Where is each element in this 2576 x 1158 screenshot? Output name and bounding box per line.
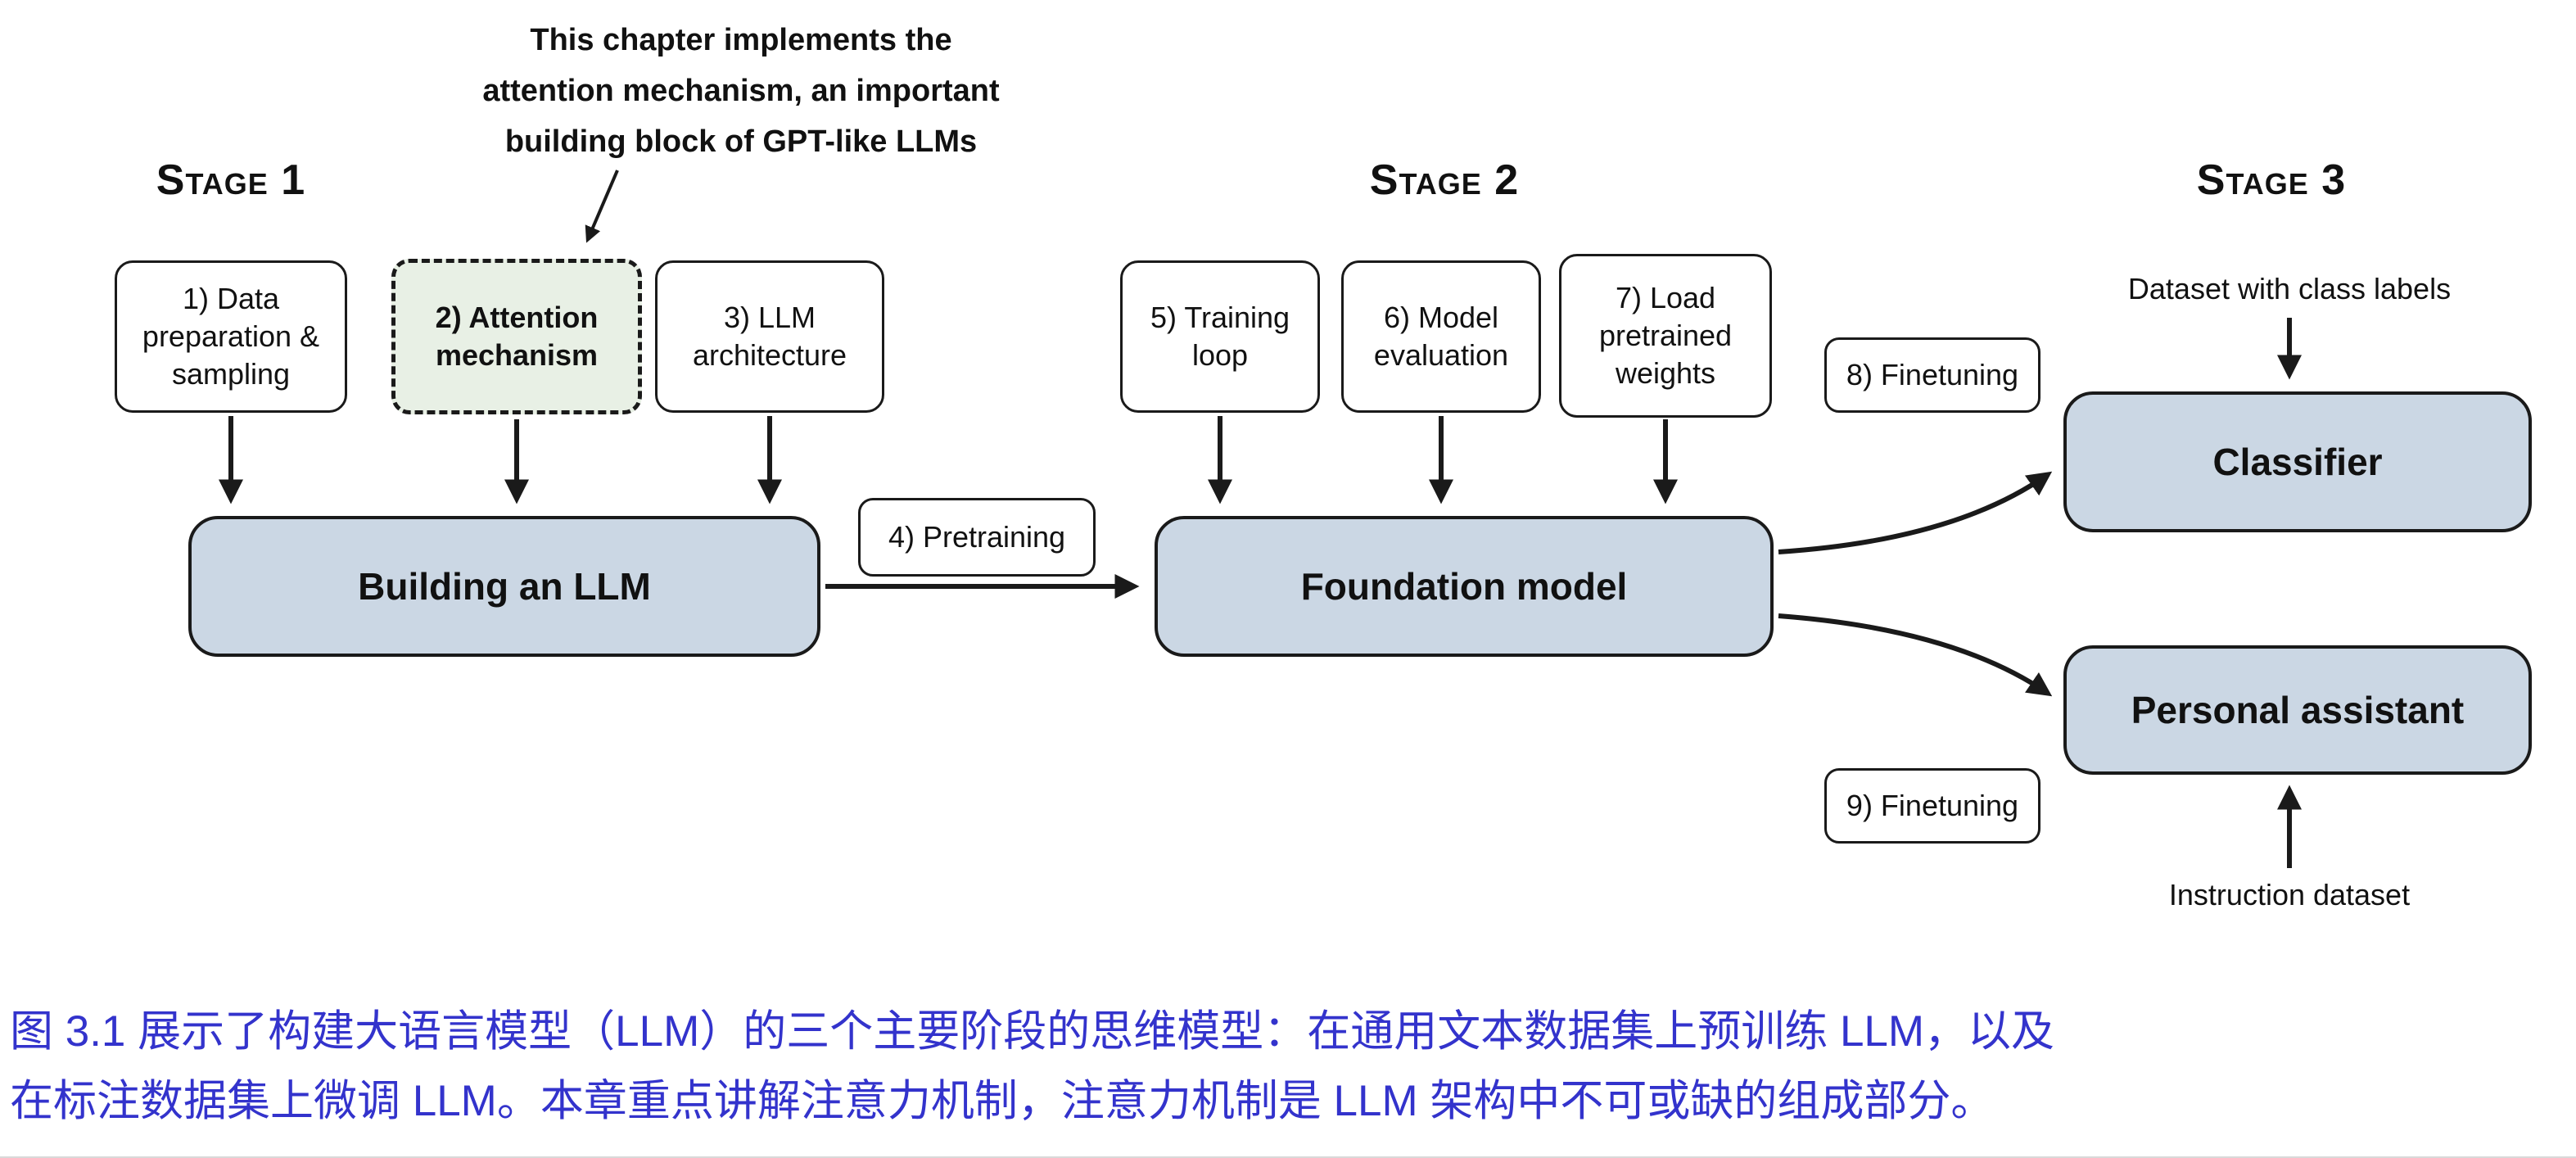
building-llm-label: Building an LLM xyxy=(358,565,651,608)
step-box-attention-mechanism-label: 2) Attention mechanism xyxy=(435,300,599,372)
finetuning-9-pill: 9) Finetuning xyxy=(1824,768,2040,844)
stage-1-heading: Stage 1 xyxy=(156,156,306,204)
step-box-llm-architecture-label: 3) LLM architecture xyxy=(692,300,847,372)
instruction-dataset-text: Instruction dataset xyxy=(2168,878,2411,911)
step-box-model-evaluation-label: 6) Model evaluation xyxy=(1373,300,1509,372)
step-box-llm-architecture: 3) LLM architecture xyxy=(655,260,884,413)
stage-2-heading: Stage 2 xyxy=(1369,156,1520,204)
step-box-model-evaluation: 6) Model evaluation xyxy=(1341,260,1541,413)
personal-assistant-box: Personal assistant xyxy=(2063,645,2532,775)
personal-assistant-label: Personal assistant xyxy=(2131,689,2465,731)
stage-3-heading: Stage 3 xyxy=(2196,156,2347,204)
bottom-divider xyxy=(0,1156,2576,1158)
classifier-box: Classifier xyxy=(2063,391,2532,532)
figure-caption-line-2: 在标注数据集上微调 LLM。本章重点讲解注意力机制，注意力机制是 LLM 架构中… xyxy=(10,1076,1995,1125)
step-box-attention-mechanism: 2) Attention mechanism xyxy=(391,259,642,414)
foundation-model-label: Foundation model xyxy=(1300,565,1628,608)
annotation-arrow xyxy=(585,170,619,243)
step-box-load-pretrained-weights-label: 7) Load pretrained weights xyxy=(1598,280,1733,391)
step-box-data-preparation-label: 1) Data preparation & sampling xyxy=(142,281,320,391)
building-llm-box: Building an LLM xyxy=(188,516,820,657)
annotation-note: This chapter implements the attention me… xyxy=(459,15,1024,167)
annotation-line-2: attention mechanism, an important xyxy=(482,74,1000,108)
step-box-training-loop-label: 5) Training loop xyxy=(1150,300,1290,372)
figure-caption: 图 3.1 展示了构建大语言模型（LLM）的三个主要阶段的思维模型：在通用文本数… xyxy=(10,997,2568,1137)
step-box-load-pretrained-weights: 7) Load pretrained weights xyxy=(1559,254,1772,418)
finetuning-8-pill-label: 8) Finetuning xyxy=(1846,358,2019,391)
dataset-class-labels-text: Dataset with class labels xyxy=(2127,272,2452,305)
figure-caption-line-1: 图 3.1 展示了构建大语言模型（LLM）的三个主要阶段的思维模型：在通用文本数… xyxy=(10,1007,2055,1056)
step-box-data-preparation: 1) Data preparation & sampling xyxy=(115,260,347,413)
arrow-foundation-to-classifier xyxy=(1778,471,2053,554)
annotation-line-1: This chapter implements the xyxy=(530,23,952,57)
step-box-training-loop: 5) Training loop xyxy=(1120,260,1320,413)
finetuning-9-pill-label: 9) Finetuning xyxy=(1846,789,2019,822)
pretraining-pill: 4) Pretraining xyxy=(858,498,1096,577)
pretraining-pill-label: 4) Pretraining xyxy=(888,520,1066,554)
foundation-model-box: Foundation model xyxy=(1155,516,1774,657)
arrow-foundation-to-assistant xyxy=(1778,613,2053,697)
annotation-line-3: building block of GPT-like LLMs xyxy=(504,124,978,159)
finetuning-8-pill: 8) Finetuning xyxy=(1824,337,2040,413)
classifier-label: Classifier xyxy=(2212,441,2383,483)
